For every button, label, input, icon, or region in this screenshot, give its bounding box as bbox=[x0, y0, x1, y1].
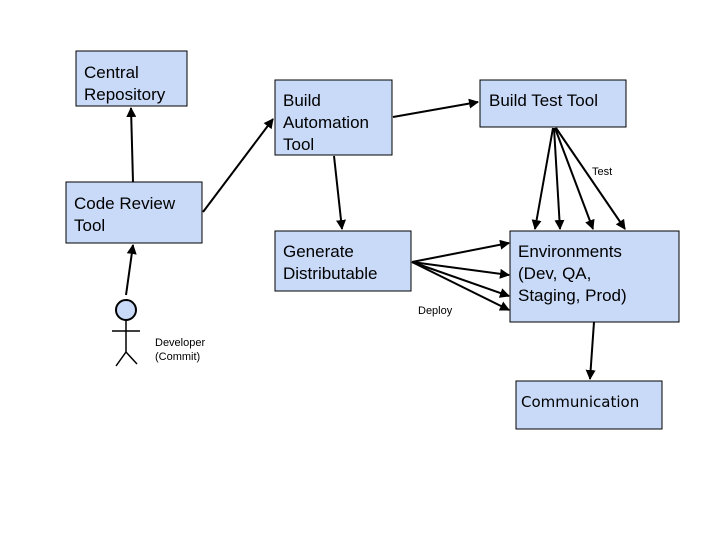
edge-build-automation-to-generate-distributable bbox=[333, 155, 346, 230]
node-build-test-tool-line-1: Build Test Tool bbox=[489, 91, 598, 110]
node-code-review-tool: Code Review Tool bbox=[65, 181, 203, 244]
node-code-review-tool-line-2: Tool bbox=[74, 216, 105, 235]
edge-generate-to-environments-4 bbox=[411, 261, 510, 311]
node-environments-line-2: (Dev, QA, bbox=[518, 264, 591, 283]
node-build-test-tool: Build Test Tool bbox=[479, 79, 627, 128]
actor-label-line-2: (Commit) bbox=[155, 351, 200, 363]
node-environments: Environments (Dev, QA, Staging, Prod) bbox=[509, 230, 680, 323]
edge-code-review-to-build-automation bbox=[202, 118, 274, 213]
actor-label-line-1: Developer bbox=[155, 337, 205, 349]
edge-build-test-to-environments-1 bbox=[531, 127, 554, 230]
node-environments-line-1: Environments bbox=[518, 242, 622, 261]
edge-code-review-to-central-repository bbox=[126, 107, 137, 183]
edge-developer-to-code-review bbox=[125, 244, 137, 296]
node-central-repository-line-1: Central bbox=[84, 63, 139, 82]
edge-build-test-to-environments-2 bbox=[553, 127, 565, 230]
node-central-repository: Central Repository bbox=[75, 50, 188, 107]
node-environments-line-3: Staging, Prod) bbox=[518, 286, 627, 305]
node-communication-line-1: Communication bbox=[521, 393, 639, 411]
edge-environments-to-communication bbox=[585, 321, 596, 380]
node-generate-distributable-line-2: Distributable bbox=[283, 264, 378, 283]
actor-developer: Developer (Commit) bbox=[112, 299, 205, 367]
node-build-automation-tool-line-1: Build bbox=[283, 91, 321, 110]
node-generate-distributable: Generate Distributable bbox=[274, 230, 412, 292]
edge-build-automation-to-build-test bbox=[392, 98, 479, 118]
edge-build-test-to-environments-3 bbox=[554, 127, 595, 230]
edge-generate-to-environments-3 bbox=[411, 261, 510, 298]
node-build-automation-tool-line-2: Automation bbox=[283, 113, 369, 132]
node-build-automation-tool-line-3: Tool bbox=[283, 135, 314, 154]
node-build-automation-tool: Build Automation Tool bbox=[274, 79, 393, 156]
edge-label-test: Test bbox=[592, 166, 612, 178]
node-central-repository-line-2: Repository bbox=[84, 85, 166, 104]
edge-build-test-to-environments-4 bbox=[555, 127, 626, 230]
edges bbox=[125, 98, 626, 380]
edge-generate-to-environments-2 bbox=[411, 261, 510, 279]
node-code-review-tool-line-1: Code Review bbox=[74, 194, 176, 213]
node-communication: Communication bbox=[515, 380, 663, 430]
edge-label-deploy: Deploy bbox=[418, 305, 453, 317]
actor-head-icon bbox=[115, 299, 137, 321]
edge-generate-to-environments-1 bbox=[411, 239, 510, 263]
node-generate-distributable-line-1: Generate bbox=[283, 242, 354, 261]
